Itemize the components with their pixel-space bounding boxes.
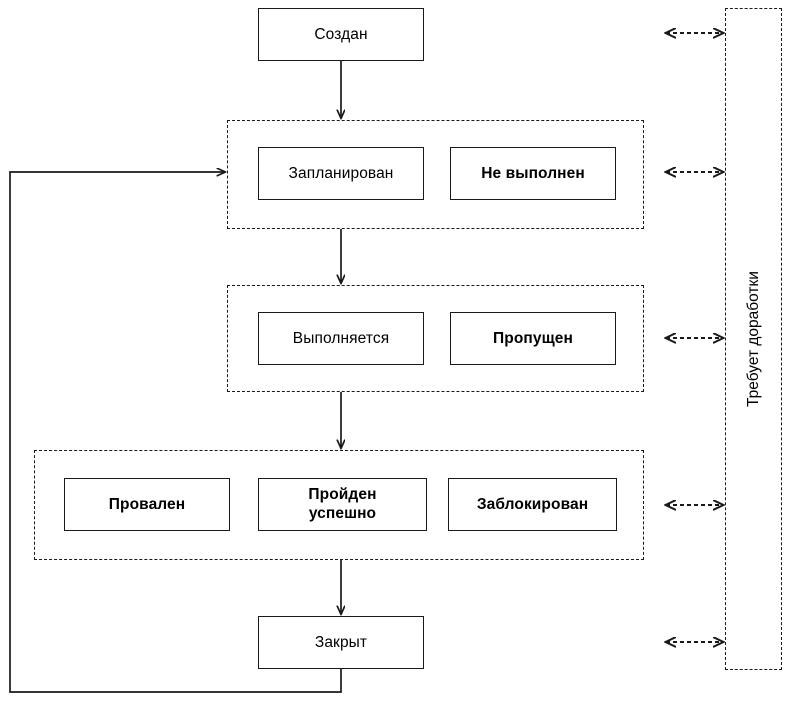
- node-passed-label-line1: Пройден: [308, 485, 377, 503]
- node-failed[interactable]: Провален: [64, 478, 230, 531]
- node-passed-label-line2: успешно: [308, 504, 377, 522]
- node-closed-label: Закрыт: [314, 633, 368, 651]
- node-created-label: Создан: [314, 25, 368, 43]
- node-skipped-label: Пропущен: [493, 329, 573, 347]
- node-passed[interactable]: Пройден успешно: [258, 478, 427, 531]
- group-planned: [227, 120, 644, 229]
- node-rework[interactable]: Требует доработки: [725, 8, 782, 670]
- node-skipped[interactable]: Пропущен: [450, 312, 616, 365]
- node-blocked-label: Заблокирован: [476, 495, 589, 513]
- node-blocked[interactable]: Заблокирован: [448, 478, 617, 531]
- edge-closed-loop-to-planned: [9, 172, 342, 693]
- node-in-progress-label: Выполняется: [292, 329, 390, 347]
- node-closed[interactable]: Закрыт: [258, 616, 424, 669]
- node-not-executed[interactable]: Не выполнен: [450, 147, 616, 200]
- node-not-executed-label: Не выполнен: [481, 164, 585, 182]
- group-results: [34, 450, 644, 560]
- node-planned[interactable]: Запланирован: [258, 147, 424, 200]
- node-failed-label: Провален: [108, 495, 186, 513]
- node-in-progress[interactable]: Выполняется: [258, 312, 424, 365]
- node-created[interactable]: Создан: [258, 8, 424, 61]
- group-in-progress: [227, 285, 644, 392]
- node-rework-label: Требует доработки: [744, 271, 762, 407]
- node-planned-label: Запланирован: [288, 164, 394, 182]
